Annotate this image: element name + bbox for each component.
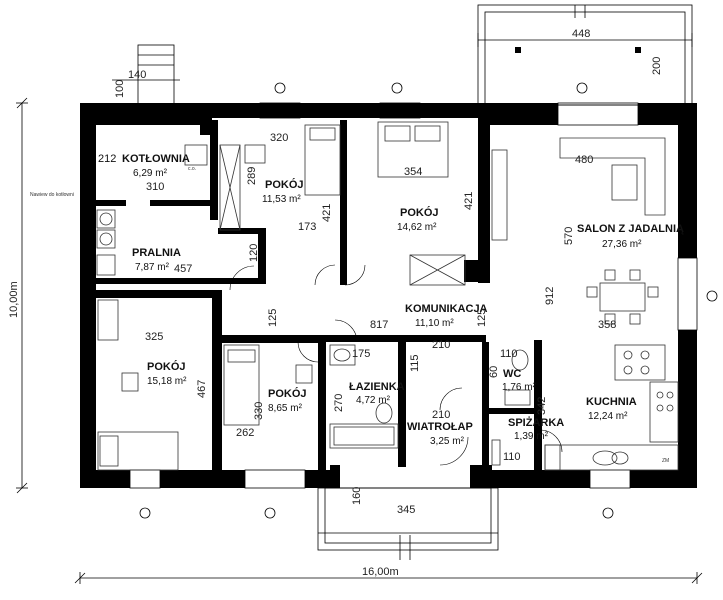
room-pokoj4-furniture xyxy=(223,341,319,426)
dim-175: 175 xyxy=(352,348,370,360)
room-pralnia-name: PRALNIA xyxy=(132,247,181,259)
dim-212: 212 xyxy=(98,153,116,165)
room-pokoj4-area: 8,65 m² xyxy=(268,403,303,414)
dim-125a: 125 xyxy=(267,309,279,327)
dim-330: 330 xyxy=(253,402,265,420)
dim-320: 320 xyxy=(270,132,288,144)
room-pokoj3-area: 15,18 m² xyxy=(147,376,187,387)
axis-markers xyxy=(139,82,718,519)
dim-345: 345 xyxy=(397,504,415,516)
room-pokoj1-area: 11,53 m² xyxy=(262,194,301,205)
pantry-fixtures xyxy=(491,429,563,466)
dim-125b: 125 xyxy=(476,309,488,327)
room-pralnia-area: 7,87 m² xyxy=(135,262,170,273)
wc-fixtures xyxy=(504,349,531,406)
dim-total-height: 10,00m xyxy=(8,281,20,318)
room-pokoj2-name: POKÓJ xyxy=(400,206,439,219)
dim-210a: 210 xyxy=(432,339,450,351)
dim-140: 140 xyxy=(128,69,146,81)
room-pokoj2-furniture xyxy=(377,121,466,286)
room-salon-area: 27,36 m² xyxy=(602,239,642,250)
room-pokoj3-furniture xyxy=(97,299,179,471)
room-pokoj4-name: POKÓJ xyxy=(268,387,307,400)
room-lazienka-area: 4,72 m² xyxy=(356,395,391,406)
dim-total-width: 16,00m xyxy=(362,566,399,578)
dim-200: 200 xyxy=(651,57,663,75)
dim-115: 115 xyxy=(409,354,421,372)
salon-furniture xyxy=(491,137,666,325)
dim-448: 448 xyxy=(572,28,590,40)
room-pokoj1-name: POKÓJ xyxy=(265,178,304,191)
dim-912: 912 xyxy=(544,287,556,305)
room-kuchnia-area: 12,24 m² xyxy=(588,411,628,422)
dim-817: 817 xyxy=(370,319,388,331)
dim-570: 570 xyxy=(563,227,575,245)
bathroom-fixtures xyxy=(329,344,399,449)
terrace-top xyxy=(477,4,693,106)
room-salon-name: SALON Z JADALNIĄ xyxy=(577,223,684,235)
dim-421b: 421 xyxy=(463,192,475,210)
room-kuchnia-name: KUCHNIA xyxy=(586,396,637,408)
dim-457: 457 xyxy=(174,263,192,275)
dim-354: 354 xyxy=(404,166,422,178)
dim-480: 480 xyxy=(575,154,593,166)
dim-173: 173 xyxy=(298,221,316,233)
room-kotlownia-name: KOTŁOWNIA xyxy=(122,153,190,165)
room-wiatrolap-name: WIATROŁAP xyxy=(407,421,473,433)
room-komunikacja-name: KOMUNIKACJA xyxy=(405,303,488,315)
vestibule-doors xyxy=(439,387,469,466)
dim-325: 325 xyxy=(145,331,163,343)
dim-421a: 421 xyxy=(321,204,333,222)
dim-467: 467 xyxy=(196,380,208,398)
boiler-room-entrance-steps xyxy=(112,44,180,106)
interior-walls xyxy=(96,118,542,470)
kitchen-zm-label: ZM xyxy=(662,458,669,464)
dim-262: 262 xyxy=(236,427,254,439)
laundry-fixtures xyxy=(96,209,116,276)
room-wc-name: WC xyxy=(503,368,521,380)
exterior-walls xyxy=(80,103,697,488)
room-pokoj3-name: POKÓJ xyxy=(147,360,186,373)
dim-110a: 110 xyxy=(500,348,518,360)
room-spizarka-area: 1,39 m² xyxy=(514,431,549,442)
dim-120: 120 xyxy=(248,244,260,262)
dim-210b: 210 xyxy=(432,409,450,421)
room-pokoj1-furniture xyxy=(219,124,341,231)
entrance-porch xyxy=(317,487,499,560)
room-spizarka-name: SPIŻARKA xyxy=(508,416,564,429)
room-pokoj2-area: 14,62 m² xyxy=(397,222,437,233)
dim-358: 358 xyxy=(598,319,616,331)
room-wc-area: 1,76 m² xyxy=(502,382,537,393)
dim-110b: 110 xyxy=(503,451,521,463)
boiler-co-label: c.o. xyxy=(188,166,196,172)
room-komunikacja-area: 11,10 m² xyxy=(415,318,454,329)
corridor-doors xyxy=(229,264,366,343)
room-kotlownia-area: 6,29 m² xyxy=(133,168,168,179)
kitchen-fixtures xyxy=(544,344,679,471)
dim-289: 289 xyxy=(246,167,258,185)
boiler-room-fixtures xyxy=(184,125,210,166)
dim-270: 270 xyxy=(333,394,345,412)
dim-100: 100 xyxy=(114,80,126,98)
dim-342: 342 xyxy=(536,397,548,415)
room-wiatrolap-area: 3,25 m² xyxy=(430,436,465,447)
dim-310: 310 xyxy=(146,181,164,193)
room-lazienka-name: ŁAZIENKA xyxy=(349,381,405,393)
dim-60: 60 xyxy=(488,366,500,378)
dim-160: 160 xyxy=(351,487,363,505)
kotlownia-vent-note: Nawiew do kotłowni xyxy=(30,192,74,198)
